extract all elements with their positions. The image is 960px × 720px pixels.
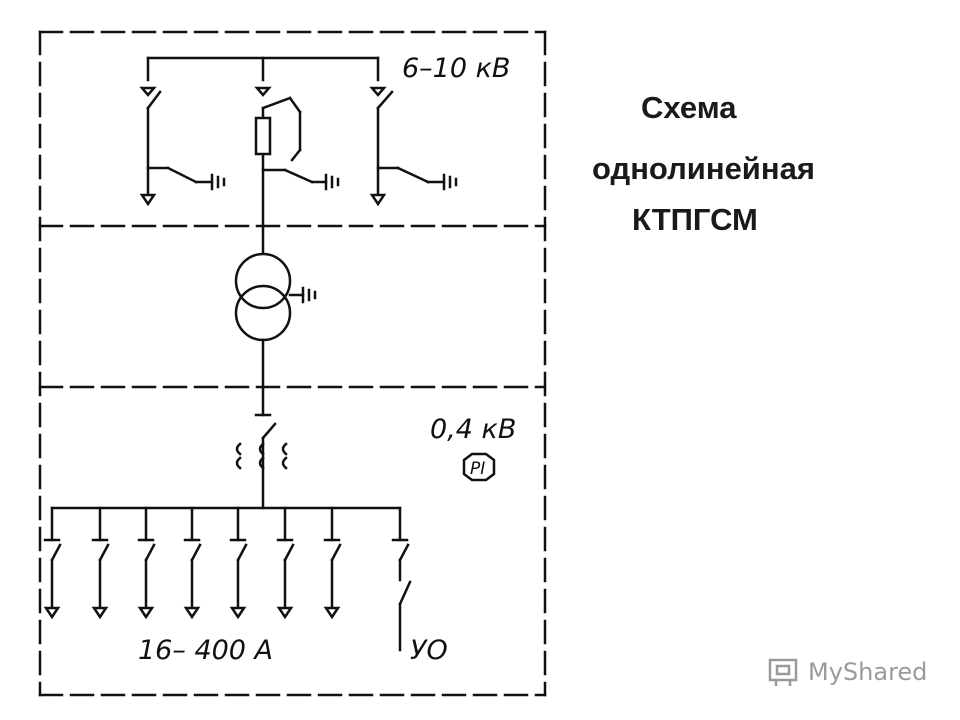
lv-main-breaker (235, 413, 288, 510)
lv-feeder-5 (229, 506, 248, 620)
lv-feeder-2 (91, 506, 110, 620)
meter-label: PI (470, 459, 485, 479)
hv-voltage-label: 6–10 кВ (402, 53, 510, 84)
enclosure-border (38, 30, 547, 697)
lv-voltage-label: 0,4 кВ (430, 414, 516, 445)
transformer (234, 252, 317, 417)
lv-feeder-7 (323, 506, 342, 620)
hv-feeder-transformer (254, 56, 340, 257)
title-line-1: Схема (641, 90, 737, 125)
lv-feeder-4 (183, 506, 202, 620)
lv-feeder-1 (43, 506, 62, 620)
hv-feeder-right (369, 56, 458, 207)
hv-feeder-left (139, 56, 226, 207)
meter-symbol (462, 452, 496, 482)
title-line-3: КТПГСМ (632, 202, 758, 237)
lv-feeder-3 (137, 506, 156, 620)
section-divider (38, 224, 547, 389)
current-range-label: 16– 400 А (138, 635, 273, 666)
lv-feeder-outgoing-device (391, 506, 412, 652)
outgoing-device-label: УО (410, 635, 448, 666)
watermark-text: MyShared (808, 658, 928, 686)
title-line-2: однолинейная (592, 151, 815, 186)
lv-feeder-6 (276, 506, 295, 620)
watermark: MyShared (768, 656, 927, 688)
watermark-logo-icon (768, 658, 798, 686)
